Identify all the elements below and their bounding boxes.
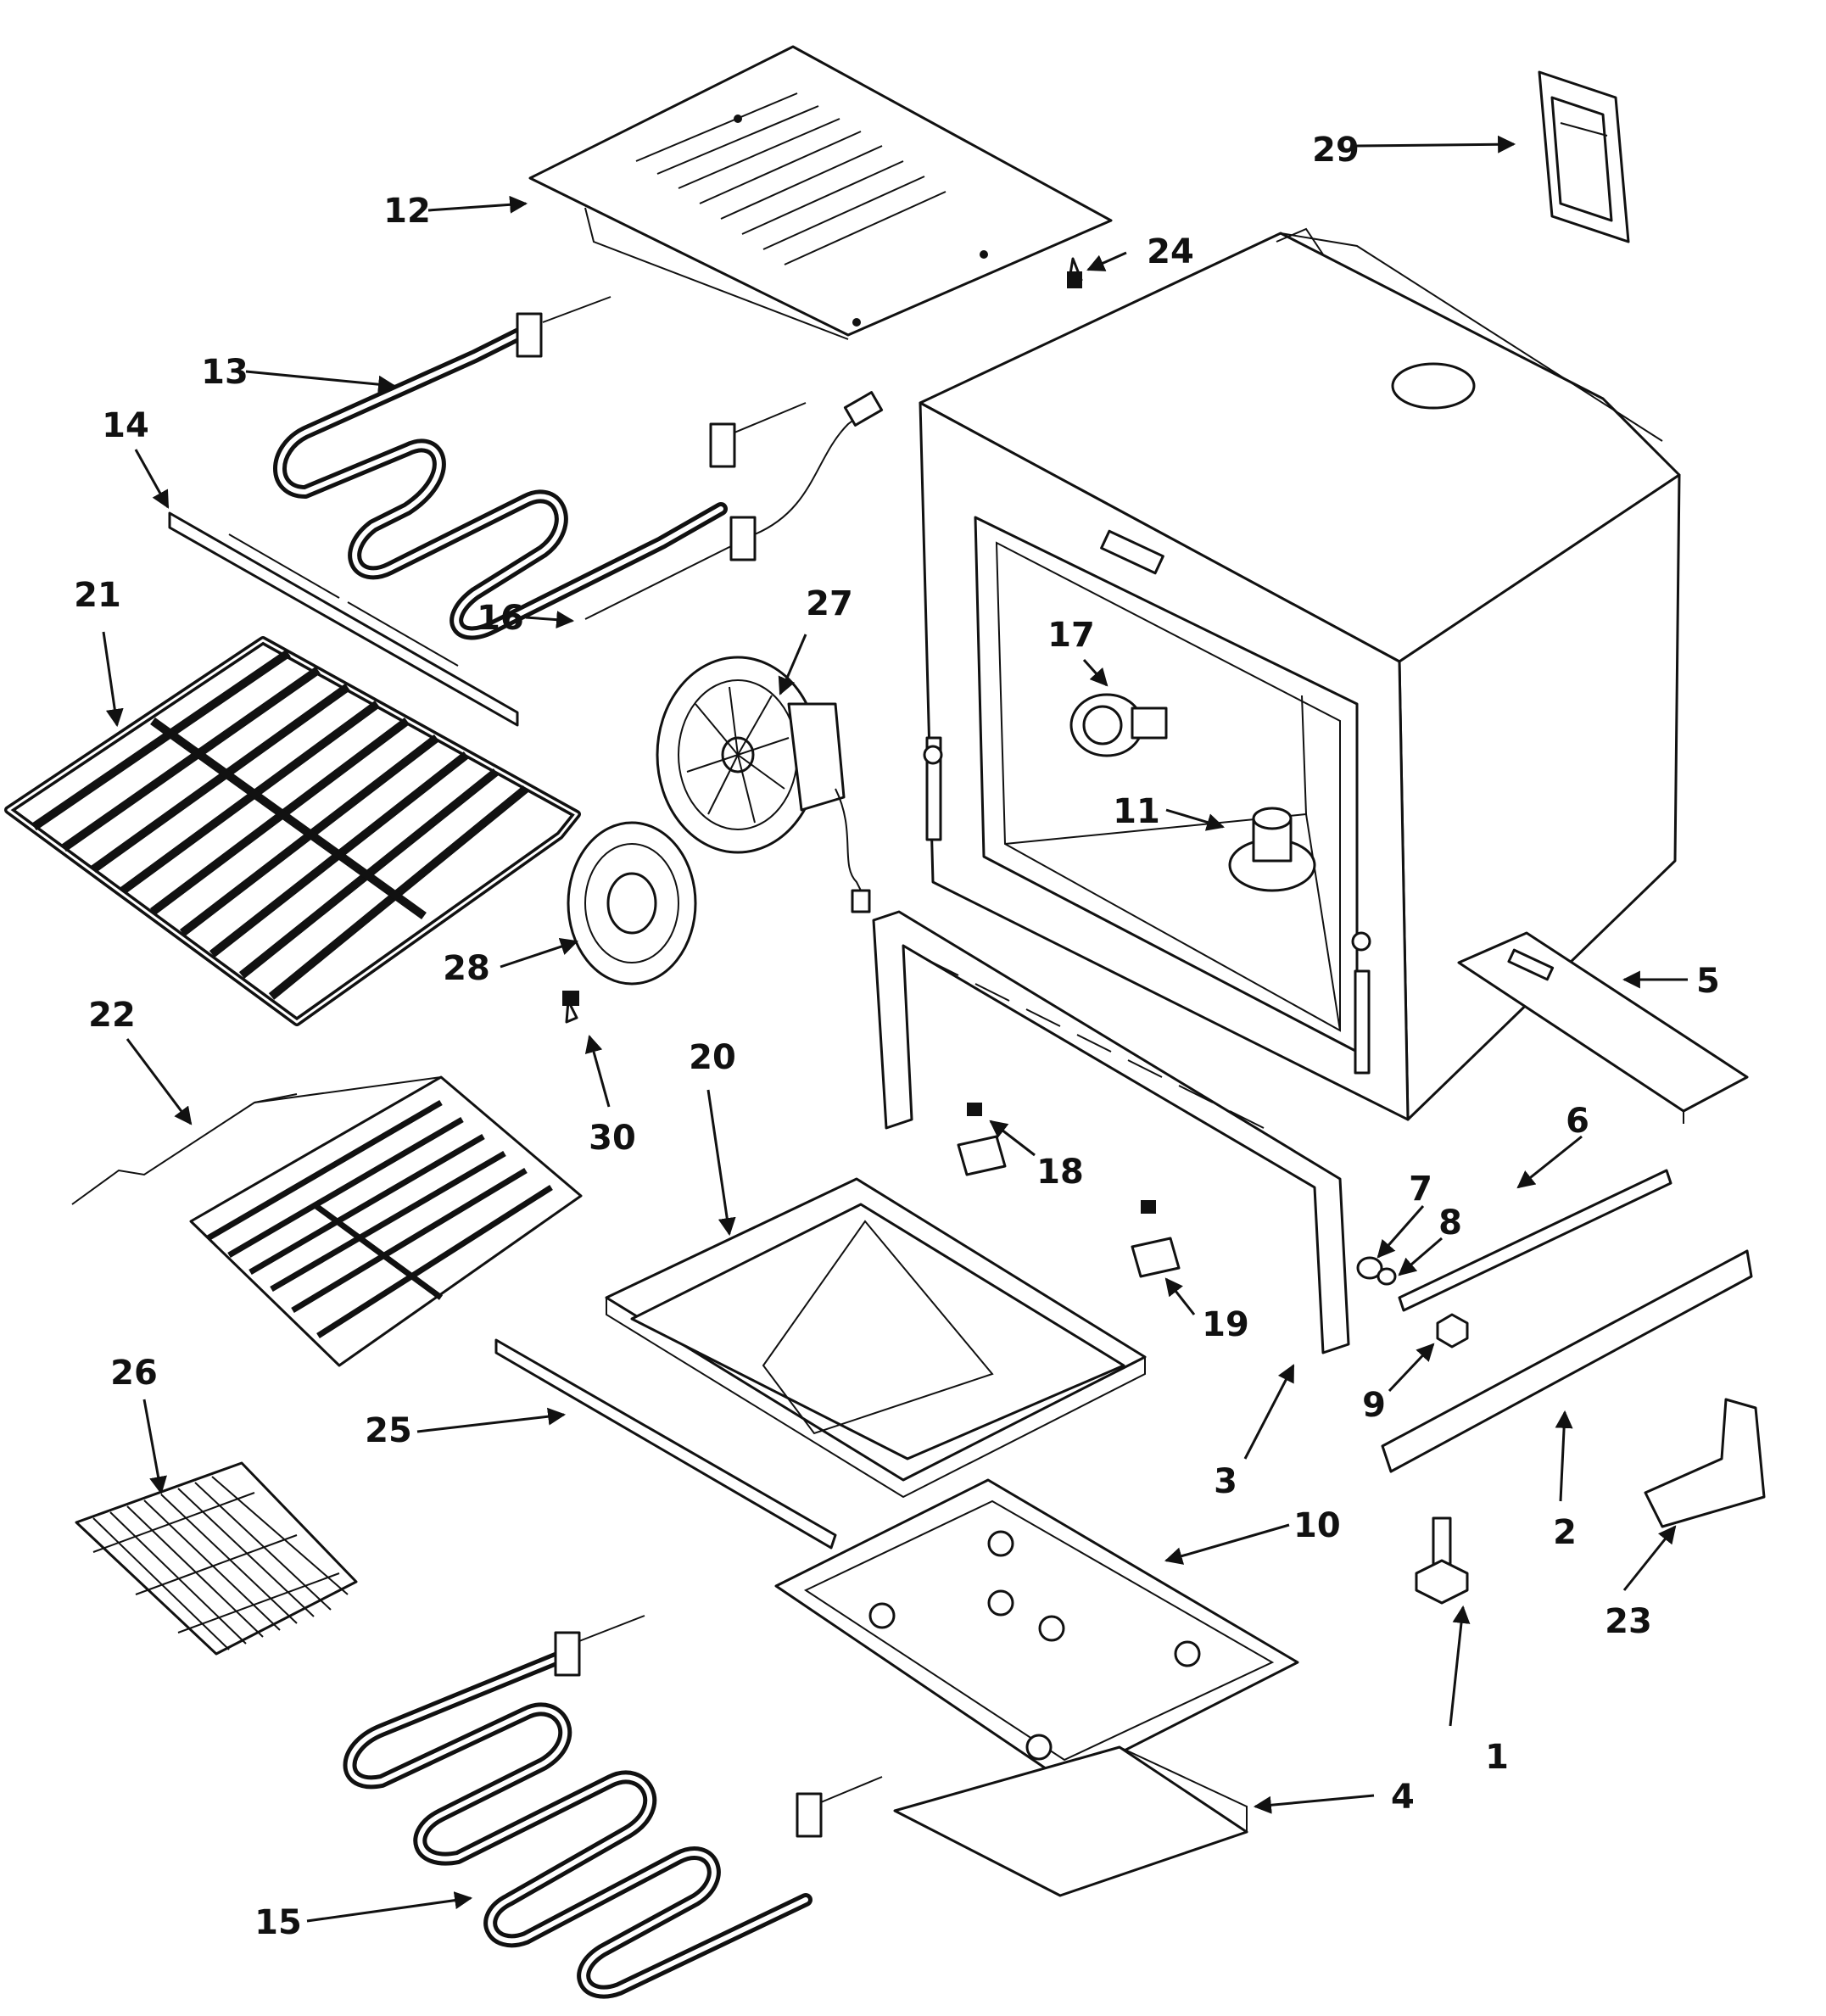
anti-tip-bracket — [1644, 1398, 1766, 1528]
callout-23: 23 — [1605, 1602, 1652, 1641]
callout-6: 6 — [1566, 1102, 1589, 1141]
callout-12: 12 — [383, 192, 431, 231]
callout-22: 22 — [88, 996, 136, 1035]
heat-deflector-panel — [528, 45, 1113, 340]
callout-2: 2 — [1553, 1513, 1577, 1552]
callout-7: 7 — [1409, 1170, 1432, 1209]
bottom-cover-panel — [893, 1745, 1248, 1897]
rack-support-strip — [168, 511, 519, 727]
callout-29: 29 — [1312, 131, 1360, 170]
callout-3: 3 — [1214, 1462, 1237, 1501]
vent-duct — [1538, 70, 1630, 243]
callout-25: 25 — [365, 1411, 412, 1450]
screw-24 — [1067, 257, 1083, 288]
convection-fan-motor — [656, 656, 871, 913]
callout-8: 8 — [1438, 1203, 1462, 1243]
drawer-slide-upper — [1398, 1169, 1672, 1312]
bake-sensor-plug — [1228, 807, 1316, 892]
callout-30: 30 — [589, 1119, 636, 1158]
callout-20: 20 — [689, 1038, 736, 1077]
broil-element — [273, 296, 807, 640]
callout-11: 11 — [1113, 792, 1160, 831]
callout-17: 17 — [1047, 616, 1095, 655]
callout-1: 1 — [1485, 1738, 1509, 1777]
roller-7 — [1356, 1256, 1383, 1280]
fan-baffle-cover — [567, 821, 697, 986]
screw-30 — [562, 991, 579, 1024]
callout-4: 4 — [1391, 1778, 1415, 1817]
broil-pan-insert — [71, 1075, 583, 1367]
callout-18: 18 — [1036, 1153, 1084, 1192]
callout-28: 28 — [443, 949, 490, 988]
callout-labels: 1 2 3 4 5 6 7 8 9 10 11 12 13 14 15 16 1… — [74, 131, 1720, 1942]
callout-10: 10 — [1293, 1506, 1341, 1545]
callout-16: 16 — [477, 599, 524, 638]
callout-26: 26 — [110, 1354, 158, 1393]
callout-14: 14 — [102, 406, 149, 445]
rear-mounting-bracket — [1457, 931, 1749, 1124]
callout-27: 27 — [806, 584, 853, 623]
drawer-bracket-19 — [1131, 1200, 1181, 1278]
callout-24: 24 — [1147, 232, 1194, 271]
nut-9 — [1436, 1313, 1469, 1349]
leveling-leg — [1415, 1516, 1469, 1605]
callout-5: 5 — [1696, 962, 1720, 1001]
drawer-front-frame — [872, 910, 1350, 1354]
oven-temperature-sensor — [584, 391, 884, 620]
storage-drawer — [605, 1177, 1147, 1499]
callout-19: 19 — [1202, 1305, 1249, 1344]
bottom-tray — [774, 1478, 1299, 1783]
drawer-rail-lower — [1381, 1249, 1753, 1473]
drawer-trim-strip — [494, 1338, 837, 1550]
leader-lines — [102, 135, 1688, 1923]
drawer-bracket-18 — [957, 1103, 1007, 1176]
roll-out-rack — [75, 1461, 358, 1656]
callout-15: 15 — [254, 1903, 302, 1942]
oven-rack — [4, 636, 581, 1026]
callout-13: 13 — [201, 353, 248, 392]
roller-8 — [1376, 1267, 1397, 1286]
oven-light — [1069, 693, 1168, 757]
bake-element — [343, 1615, 883, 1999]
callout-21: 21 — [74, 576, 121, 615]
callout-9: 9 — [1362, 1386, 1386, 1425]
